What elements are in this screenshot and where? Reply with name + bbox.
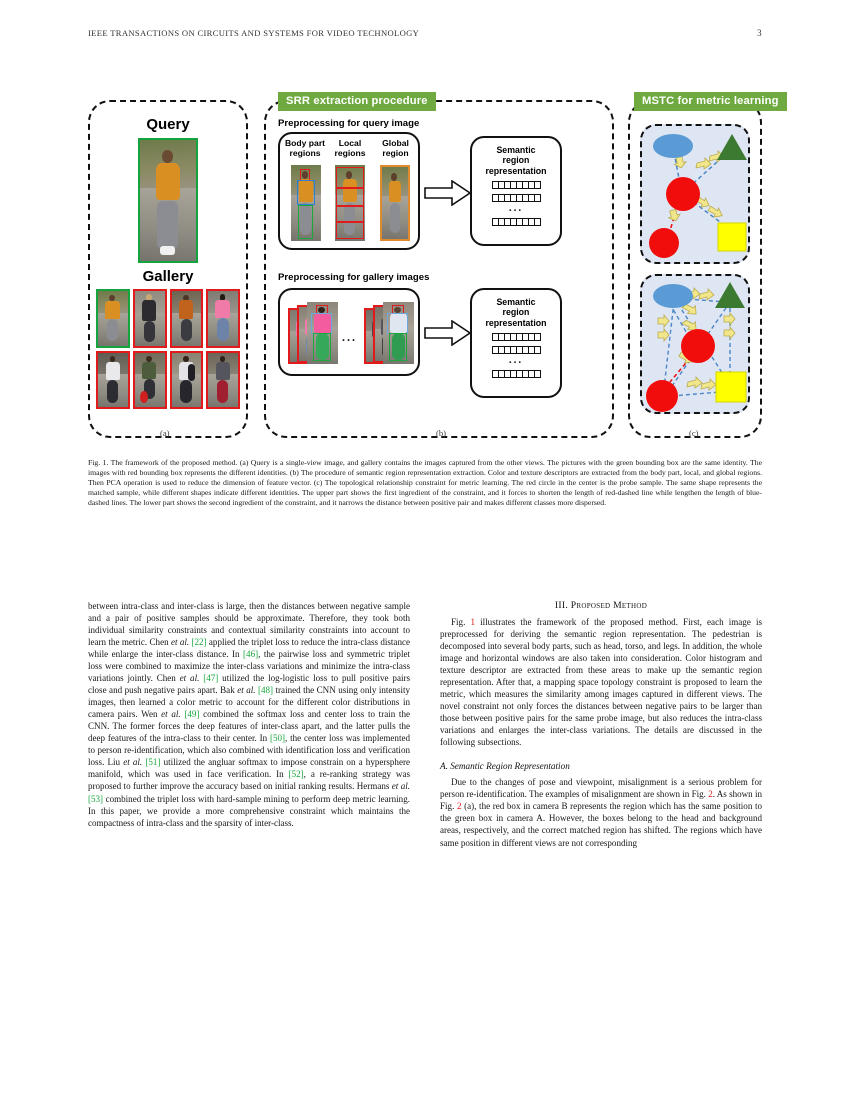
feature-vector-ellipsis: ... bbox=[508, 354, 524, 367]
section-heading: III. Proposed Method bbox=[554, 600, 648, 611]
figure-caption: Fig. 1. The framework of the proposed me… bbox=[88, 458, 762, 508]
feature-vector-row bbox=[472, 217, 560, 226]
text-run: applied the triplet loss to reduce the i… bbox=[88, 637, 410, 660]
figure-panel-a-container bbox=[88, 100, 248, 438]
feature-vector-ellipsis: ... bbox=[508, 202, 524, 215]
citation-link[interactable]: [22] bbox=[191, 637, 207, 648]
text-run: , a re-ranking strategy was proposed to … bbox=[88, 769, 410, 792]
figure-reference-link[interactable]: 2 bbox=[708, 789, 713, 800]
figure-caption-text: The framework of the proposed method. (a… bbox=[88, 458, 762, 507]
mstc-banner: MSTC for metric learning bbox=[634, 92, 787, 112]
query-preprocessing-title: Preprocessing for query image bbox=[278, 118, 420, 129]
arrow-query-to-representation bbox=[424, 180, 472, 206]
text-run: (a), the red box in camera B represents … bbox=[440, 801, 763, 848]
gallery-item bbox=[96, 350, 130, 409]
gallery-item bbox=[206, 289, 240, 348]
text-run: between intra-class and inter-class is l… bbox=[88, 601, 410, 648]
panel-b-label: (b) bbox=[436, 428, 447, 438]
query-title-wrap: Query bbox=[88, 116, 248, 133]
gallery-title: Gallery bbox=[142, 268, 194, 285]
gallery-item bbox=[132, 289, 167, 348]
body-part-region-image bbox=[291, 165, 321, 241]
feature-vector-row bbox=[472, 194, 560, 203]
citation-link[interactable]: [52] bbox=[288, 769, 304, 780]
feature-vector-row bbox=[472, 369, 560, 378]
panel-c-label: (c) bbox=[689, 428, 699, 438]
text-run: trained the CNN using only intensity ima… bbox=[88, 685, 411, 720]
gallery-item bbox=[206, 350, 240, 409]
citation-link[interactable]: [50] bbox=[269, 733, 286, 744]
text-run: , the pairwise loss and symmetric triple… bbox=[88, 649, 410, 684]
gallery-item bbox=[132, 350, 167, 409]
text-italic: et al. bbox=[391, 781, 410, 792]
srr-banner: SRR extraction procedure bbox=[278, 92, 436, 112]
text-run: , the center loss was implemented to per… bbox=[88, 733, 410, 768]
gallery-stack-ellipsis: ... bbox=[342, 330, 357, 344]
text-run: . As shown in Fig. bbox=[440, 789, 762, 812]
text-run: Due to the changes of pose and viewpoint… bbox=[440, 777, 762, 800]
mstc-lower-panel bbox=[640, 274, 750, 414]
figure-reference-link[interactable]: 2 bbox=[456, 801, 462, 812]
gallery-item bbox=[96, 289, 130, 348]
text-italic: et al. bbox=[170, 637, 190, 648]
gallery-title-wrap: Gallery bbox=[88, 268, 248, 285]
figure-caption-prefix: Fig. 1. bbox=[88, 458, 109, 467]
running-head-title: IEEE TRANSACTIONS ON CIRCUITS AND SYSTEM… bbox=[88, 28, 420, 38]
gallery-preprocessing-box: ... bbox=[278, 288, 420, 376]
text-run: combined the softmax loss and center los… bbox=[88, 709, 410, 744]
citation-link[interactable]: [51] bbox=[145, 757, 161, 768]
citation-link[interactable]: [46] bbox=[243, 649, 259, 660]
feature-vector-row bbox=[472, 181, 560, 190]
text-run: illustrates the framework of the propose… bbox=[440, 617, 763, 748]
arrow-gallery-to-representation bbox=[424, 320, 472, 346]
panel-a-label: (a) bbox=[160, 428, 170, 438]
gallery-item bbox=[169, 350, 204, 409]
citation-link[interactable]: [53] bbox=[88, 793, 104, 804]
text-run: combined the triplet loss with hard-samp… bbox=[88, 793, 410, 828]
gallery-stack-left bbox=[288, 302, 340, 366]
left-paragraph-1: between intra-class and inter-class is l… bbox=[88, 600, 410, 829]
right-paragraph-2: Due to the changes of pose and viewpoint… bbox=[440, 776, 762, 848]
subsection-heading: A. Semantic Region Representation bbox=[440, 761, 570, 772]
right-paragraph-1: Fig. 1 illustrates the framework of the … bbox=[440, 616, 762, 748]
running-head: IEEE TRANSACTIONS ON CIRCUITS AND SYSTEM… bbox=[88, 28, 762, 38]
local-region-image bbox=[335, 165, 365, 241]
feature-vector-row bbox=[472, 346, 560, 355]
text-italic: et al. bbox=[237, 685, 256, 696]
mstc-upper-panel bbox=[640, 124, 750, 264]
citation-link[interactable]: [47] bbox=[203, 673, 219, 684]
page-number: 3 bbox=[757, 28, 762, 38]
gallery-item bbox=[169, 289, 204, 348]
right-column-body: III. Proposed Method Fig. 1 illustrates … bbox=[440, 600, 762, 849]
figure-reference-link[interactable]: 1 bbox=[470, 617, 475, 627]
text-italic: et al. bbox=[123, 757, 143, 768]
figure-panel-b-container bbox=[264, 100, 614, 438]
text-run: Fig. bbox=[451, 617, 471, 627]
query-person-image bbox=[138, 138, 198, 263]
text-run: utilized the log-logistic loss to pull p… bbox=[88, 673, 411, 696]
figure-1: SRR extraction procedure MSTC for metric… bbox=[88, 92, 787, 447]
text-run: utilized the angluar softmax to impose c… bbox=[88, 757, 411, 780]
gallery-preprocessing-title: Preprocessing for gallery images bbox=[278, 272, 430, 283]
query-title: Query bbox=[146, 116, 190, 133]
text-italic: et al. bbox=[161, 709, 181, 720]
citation-link[interactable]: [49] bbox=[184, 709, 200, 720]
left-column-body: between intra-class and inter-class is l… bbox=[88, 600, 410, 829]
feature-vector-row bbox=[472, 333, 560, 342]
text-italic: et al. bbox=[179, 673, 200, 684]
gallery-grid bbox=[96, 289, 240, 409]
global-region-image bbox=[380, 165, 410, 241]
citation-link[interactable]: [48] bbox=[257, 685, 274, 696]
gallery-stack-right bbox=[364, 302, 416, 366]
